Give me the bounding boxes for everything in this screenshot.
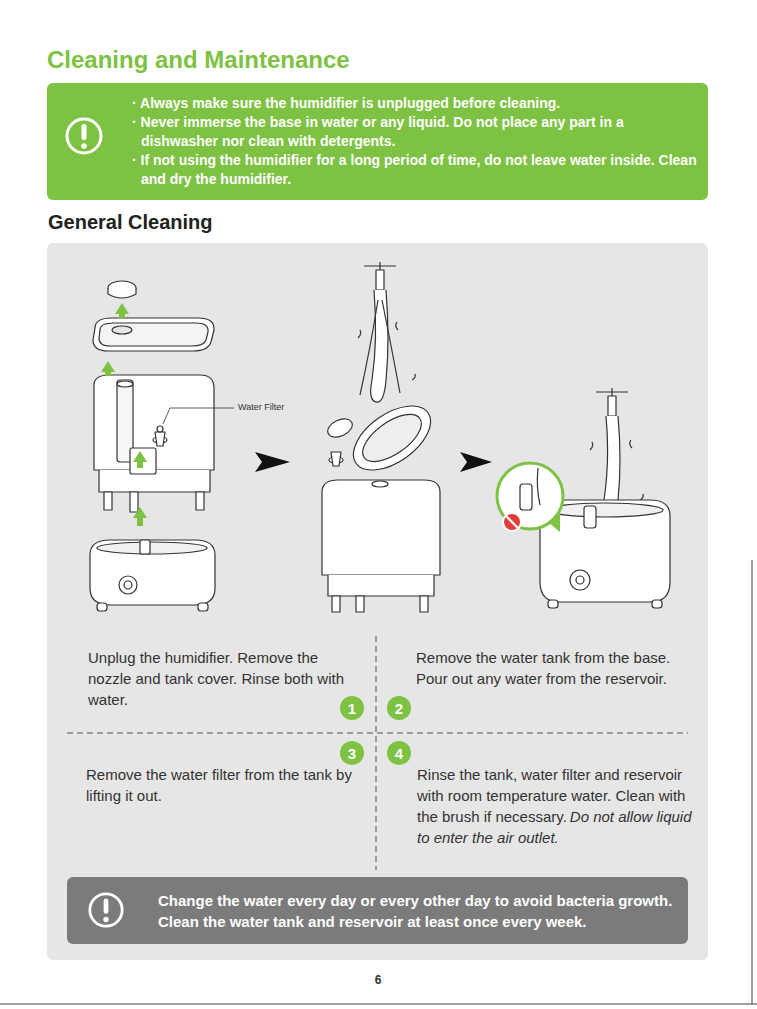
step-text-block: Remove the water tank from the base. Pou… [416,647,696,689]
step-number: 2 [387,696,411,720]
step-text: Remove the water tank from the base. Pou… [416,649,670,687]
cleaning-panel: General Cleaning1234Change the water eve… [47,243,708,960]
step-text-block: Remove the water filter from the tank by… [86,764,354,806]
step-number: 4 [387,741,411,765]
step-number-text: 3 [348,746,356,761]
warning-text: · Never immerse the base in water or any… [132,113,702,151]
step-text-block: Unplug the humidifier. Remove the nozzle… [88,647,356,710]
step-text: Unplug the humidifier. Remove the nozzle… [88,649,344,708]
part-label-block: Water Filter [238,402,308,413]
warning-text: · If not using the humidifier for a long… [132,151,702,189]
warning-icon [64,116,104,156]
warning-band: · Always make sure the humidifier is unp… [47,83,708,200]
step-number-text: 4 [395,746,403,761]
warning-icon [87,891,125,929]
part-label: Water Filter [238,402,284,412]
step-number: 3 [340,741,364,765]
step-number-text: 2 [395,701,403,716]
tip-text-box: Change the water every day or every othe… [158,890,673,932]
step-text: Remove the water filter from the tank by… [86,766,352,804]
tip-box: Change the water every day or every othe… [67,877,688,944]
step-number: 1 [340,696,364,720]
step-text-block: Rinse the tank, water filter and reservo… [417,764,695,848]
tip-text: Change the water every day or every othe… [158,890,673,932]
page-title: Cleaning and Maintenance [47,46,350,74]
warning-list: · Always make sure the humidifier is unp… [132,94,702,189]
warning-text: · Always make sure the humidifier is unp… [132,94,702,113]
page-number: 6 [375,973,382,987]
section-heading: General Cleaning [48,211,213,234]
page-number-block: 6 [368,972,388,989]
step-number-text: 1 [348,701,356,716]
